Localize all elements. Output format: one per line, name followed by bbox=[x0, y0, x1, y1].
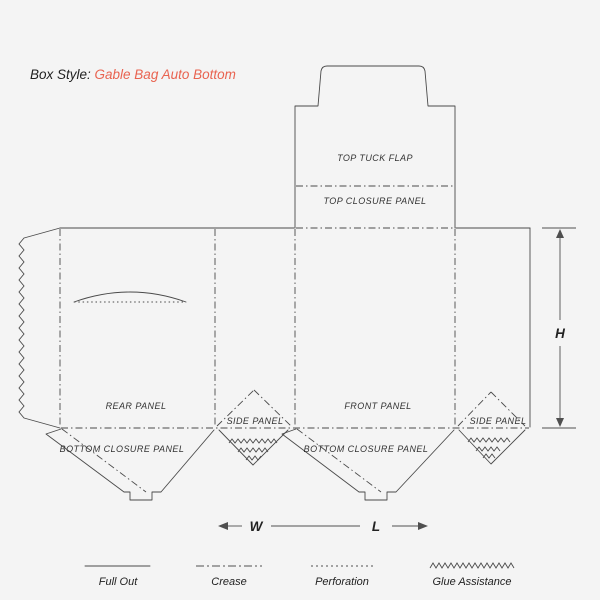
legend-perforation-label: Perforation bbox=[315, 576, 369, 588]
width-label: W bbox=[250, 519, 264, 534]
right-gusset-fold-b bbox=[490, 391, 526, 427]
right-gusset-triangle bbox=[458, 429, 526, 465]
left-gusset-triangle bbox=[218, 429, 289, 466]
height-arrow-down-icon bbox=[556, 418, 564, 427]
box-style-label: Box Style: bbox=[30, 67, 95, 82]
top-flap-outline bbox=[294, 65, 456, 229]
rear-panel-label: REAR PANEL bbox=[106, 401, 167, 411]
handle-arc-cut bbox=[73, 291, 187, 303]
cut-outlines bbox=[18, 65, 531, 501]
left-bottom-flap-outline bbox=[45, 428, 215, 501]
width-length-dimension: W L bbox=[218, 519, 428, 534]
legend: Full Out Crease Perforation Glue Assista… bbox=[84, 562, 515, 588]
bottom-closure-right-label: BOTTOM CLOSURE PANEL bbox=[304, 444, 429, 454]
glue-flap-bottom-slant bbox=[23, 417, 61, 429]
glue-flap-zigzag-edge bbox=[18, 237, 25, 419]
page-title: Box Style: Gable Bag Auto Bottom bbox=[30, 67, 236, 82]
height-arrow-up-icon bbox=[556, 229, 564, 238]
glue-flap-top-slant bbox=[23, 227, 61, 239]
left-gusset-glue-hatch bbox=[228, 438, 278, 461]
left-gusset-fold-b bbox=[253, 389, 292, 427]
height-dimension: H bbox=[542, 227, 576, 429]
front-panel-label: FRONT PANEL bbox=[344, 401, 411, 411]
right-gusset-glue-hatch bbox=[467, 437, 511, 459]
legend-crease-label: Crease bbox=[211, 576, 246, 588]
legend-full-out-label: Full Out bbox=[99, 576, 138, 588]
side-panel-left-label: SIDE PANEL bbox=[227, 416, 284, 426]
side-panel-right-label: SIDE PANEL bbox=[470, 416, 527, 426]
height-label: H bbox=[555, 326, 565, 341]
panel-labels: TOP TUCK FLAP TOP CLOSURE PANEL REAR PAN… bbox=[60, 153, 527, 454]
top-closure-panel-label: TOP CLOSURE PANEL bbox=[323, 196, 426, 206]
crease-lines bbox=[59, 185, 529, 493]
wl-arrow-right-icon bbox=[418, 522, 428, 530]
glue-hatching bbox=[228, 437, 511, 461]
legend-glue-assistance-sample bbox=[429, 562, 515, 569]
length-label: L bbox=[372, 519, 380, 534]
box-style-name: Gable Bag Auto Bottom bbox=[95, 67, 236, 82]
top-tuck-flap-label: TOP TUCK FLAP bbox=[337, 153, 413, 163]
right-gusset-fold-a bbox=[457, 391, 492, 427]
legend-glue-assistance-label: Glue Assistance bbox=[432, 576, 511, 588]
left-gusset-fold-a bbox=[216, 389, 255, 427]
bottom-closure-left-label: BOTTOM CLOSURE PANEL bbox=[60, 444, 185, 454]
left-flap-auto-fold bbox=[61, 428, 147, 493]
right-bottom-flap-outline bbox=[281, 428, 455, 501]
right-flap-auto-fold bbox=[296, 428, 382, 493]
wl-arrow-left-icon bbox=[218, 522, 228, 530]
